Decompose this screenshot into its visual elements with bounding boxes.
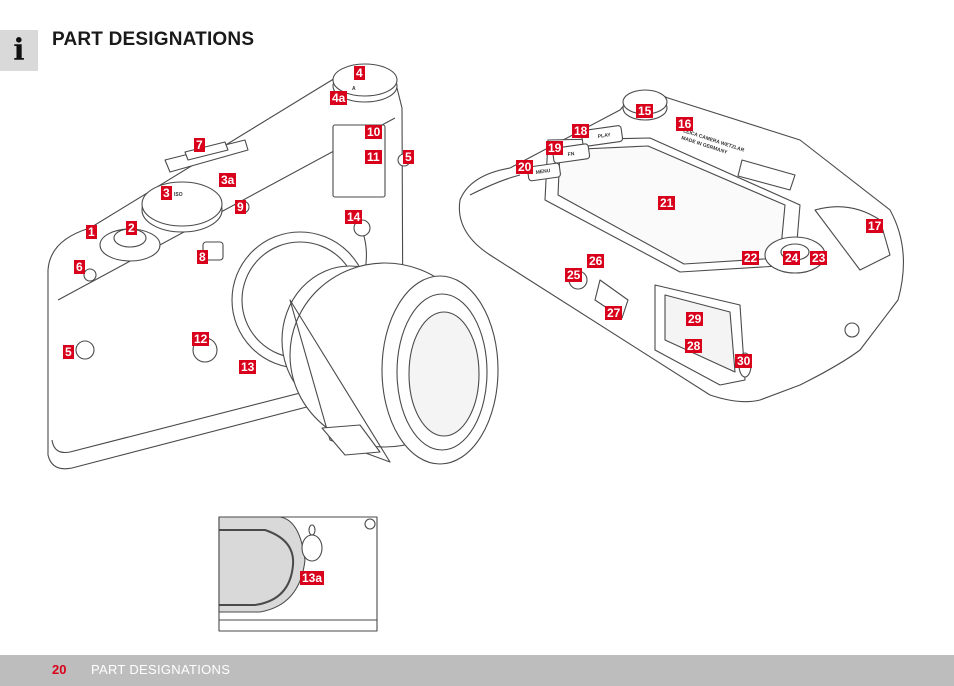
info-icon: i [13,32,25,68]
callout-2: 2 [126,221,137,235]
callout-5-right: 5 [403,150,414,164]
play-button-label: PLAY [597,132,611,140]
callout-13: 13 [239,360,257,374]
callout-20: 20 [516,160,534,174]
page-title: PART DESIGNATIONS [52,29,255,50]
callout-4a: 4a [330,91,348,105]
callout-16: 16 [676,117,694,131]
callout-26: 26 [587,254,605,268]
footer-section-title: PART DESIGNATIONS [91,662,231,677]
callout-30: 30 [735,354,753,368]
callout-19: 19 [546,141,564,155]
callout-13a: 13a [300,571,325,585]
callout-3a: 3a [219,173,237,187]
callout-21: 21 [658,196,676,210]
front-lens [281,262,499,465]
detail-inset [218,516,378,632]
callout-10: 10 [365,125,383,139]
callout-17: 17 [866,219,884,233]
callout-1: 1 [86,225,97,239]
callout-18: 18 [572,124,590,138]
callout-23: 23 [810,251,828,265]
callout-14: 14 [345,210,363,224]
a-engraving: A [352,86,356,92]
callout-3: 3 [161,186,172,200]
callout-11: 11 [365,150,382,164]
callout-4: 4 [354,66,365,80]
callout-6: 6 [74,260,85,274]
menu-button-label: MENU [535,168,551,176]
callout-28: 28 [685,339,703,353]
info-icon-box: i [0,30,38,71]
page-footer: 20 PART DESIGNATIONS [0,655,954,686]
callout-27: 27 [605,306,623,320]
callout-5-left: 5 [63,345,74,359]
callout-25: 25 [565,268,583,282]
callout-8: 8 [197,250,208,264]
callout-7: 7 [194,138,205,152]
fn-button-label: FN [567,151,575,158]
page-number: 20 [52,662,67,677]
callout-12: 12 [192,332,210,346]
callout-22: 22 [742,251,760,265]
callout-29: 29 [686,312,704,326]
callout-9: 9 [235,200,246,214]
iso-engraving: ISO [174,192,183,198]
callout-24: 24 [783,251,801,265]
callout-15: 15 [636,104,654,118]
